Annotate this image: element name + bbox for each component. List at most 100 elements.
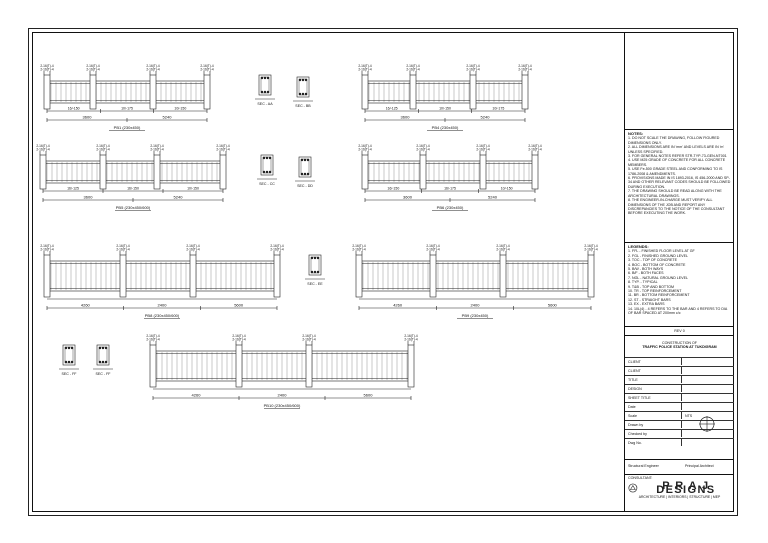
- beam-label: PB5 (230x450/600): [116, 205, 151, 210]
- rebar-callout: 2-16(T)-4: [358, 148, 372, 152]
- rebar-callout: 2-16(T)-4: [528, 148, 542, 152]
- rebar-callout: 2-16(T)-4: [496, 244, 510, 248]
- section-label: SEC - FF: [96, 372, 112, 376]
- section-bar: [303, 172, 307, 176]
- span-label: 2400: [278, 393, 288, 398]
- rebar-callout: 2-16(T)-4: [232, 334, 246, 338]
- span-label: 5600: [548, 303, 558, 308]
- zone-label: 16/-150: [68, 107, 80, 111]
- rebar-callout: 2-16(T)-4: [302, 338, 316, 342]
- column: [361, 154, 369, 190]
- column: [203, 74, 211, 110]
- section-bar: [263, 76, 267, 80]
- column: [149, 74, 157, 110]
- rebar-callout: 2-16(T)-4: [352, 248, 366, 252]
- rebar-callout: 2-16(T)-4: [116, 248, 130, 252]
- rebar-callout: 2-16(T)-4: [186, 248, 200, 252]
- title-row-key: Scale: [628, 414, 637, 418]
- title-block-row: Drawn by: [625, 420, 734, 429]
- rebar-callout: 2-16(T)-4: [150, 144, 164, 148]
- column: [273, 254, 281, 298]
- span-label: 4260: [81, 303, 91, 308]
- rebar-callout: 2-16(T)-4: [352, 244, 366, 248]
- beam-outline: [364, 160, 536, 184]
- rebar-callout: 2-16(T)-4: [406, 68, 420, 72]
- zone-label: 16/-175: [444, 187, 456, 191]
- note-item: 2. ALL DIMENSIONS ARE IN 'mm' AND LEVELS…: [628, 145, 725, 154]
- rebar-callout: 2-16(T)-4: [518, 68, 532, 72]
- rebar-callout: 2-16(T)-4: [476, 148, 490, 152]
- rebar-callout: 2-16(T)-4: [200, 68, 214, 72]
- rebar-callout: 2-16(T)-4: [584, 244, 598, 248]
- rebar-callout: 2-16(T)-4: [426, 248, 440, 252]
- rev-label: REV: [674, 329, 682, 333]
- note-item: 1. DO NOT SCALE THE DRAWING, FOLLOW FIGU…: [628, 136, 720, 145]
- section-bar: [64, 346, 68, 350]
- column: [39, 154, 47, 190]
- span-label: 3600: [403, 195, 413, 200]
- section-bar: [67, 346, 71, 350]
- rebar-callout: 2-16(T)-4: [116, 244, 130, 248]
- consultant-tagline: ARCHITECTURE | INTERIORS | STRUCTURE | M…: [638, 495, 721, 500]
- section-bar: [300, 158, 304, 162]
- zone-label: 10/-150: [174, 107, 186, 111]
- legends-section: LEGENDS: 1. FFL - FINISHED FLOOR LEVEL A…: [625, 242, 734, 326]
- section-bar: [98, 360, 102, 364]
- rebar-callout: 2-16(T)-4: [302, 334, 316, 338]
- zone-label: 16/-150: [127, 187, 139, 191]
- legend-item: 13. EX - EXTRA BARS: [628, 302, 665, 307]
- span-label: 5240: [481, 115, 491, 120]
- section-bar: [262, 156, 266, 160]
- north-arrow-icon: [699, 416, 715, 432]
- zone-label: 10/-175: [121, 107, 133, 111]
- section-bar: [301, 92, 305, 96]
- project-line-1: CONSTRUCTION OF: [662, 341, 697, 345]
- note-item: 7. THE DRAWING SHOULD BE READ ALONG WITH…: [628, 189, 722, 198]
- column: [409, 74, 417, 110]
- legend-item: 1. FFL - FINISHED FLOOR LEVEL AT GF: [628, 249, 695, 254]
- rebar-callout: 2-16(T)-4: [36, 148, 50, 152]
- span-label: 3600: [84, 195, 94, 200]
- span-label: 3600: [401, 115, 411, 120]
- column: [89, 74, 97, 110]
- consultant-name: P R A J DESIGNS: [656, 480, 716, 497]
- title-block-row: TITLE: [625, 375, 734, 384]
- section-bar: [304, 78, 308, 82]
- legend-item: 5. B/W - BOTH WAYS: [628, 267, 664, 272]
- praj-logo-icon: [628, 484, 638, 493]
- zone-label: 16/-125: [67, 187, 79, 191]
- section-bar: [316, 256, 320, 260]
- project-line-2: TRAFFIC POLICE STATION AT TUKDIGRAM: [642, 345, 717, 350]
- section-bar: [260, 90, 264, 94]
- rebar-callout: 2-16(T)-4: [186, 244, 200, 248]
- rebar-callout: 2-16(T)-4: [216, 144, 230, 148]
- column: [219, 154, 227, 190]
- zone-label: 10/-150: [439, 107, 451, 111]
- rebar-callout: 2-16(T)-4: [146, 64, 160, 68]
- title-block-row: CLIENT: [625, 366, 734, 375]
- section-bar: [300, 172, 304, 176]
- column: [479, 154, 487, 190]
- rebar-callout: 2-16(T)-4: [528, 144, 542, 148]
- rebar-callout: 2-16(T)-4: [358, 64, 372, 68]
- beam-outline: [42, 160, 224, 184]
- rebar-callout: 2-16(T)-4: [270, 248, 284, 252]
- section-outline: [296, 76, 310, 98]
- legend-item: 9. T&B - TOP AND BOTTOM: [628, 284, 674, 289]
- section-label: SEC - DD: [297, 184, 313, 188]
- legend-item: 4. BOC - BOTTOM OF CONCRETE: [628, 262, 686, 267]
- column: [305, 344, 313, 388]
- span-label: 5600: [364, 393, 374, 398]
- section-bar: [304, 92, 308, 96]
- beam-label: PB6 (230x450): [437, 205, 464, 210]
- consultant-label: CONSULTANT:: [628, 476, 653, 480]
- section-bar: [101, 360, 105, 364]
- span-label: 5240: [488, 195, 498, 200]
- zone-label: 16/-150: [387, 187, 399, 191]
- column: [361, 74, 369, 110]
- section-bar: [268, 156, 272, 160]
- rebar-callout: 2-16(T)-4: [146, 68, 160, 72]
- section-bar: [67, 360, 71, 364]
- zone-label: 10/-150: [187, 187, 199, 191]
- signature-right: Principal Architect: [685, 464, 714, 468]
